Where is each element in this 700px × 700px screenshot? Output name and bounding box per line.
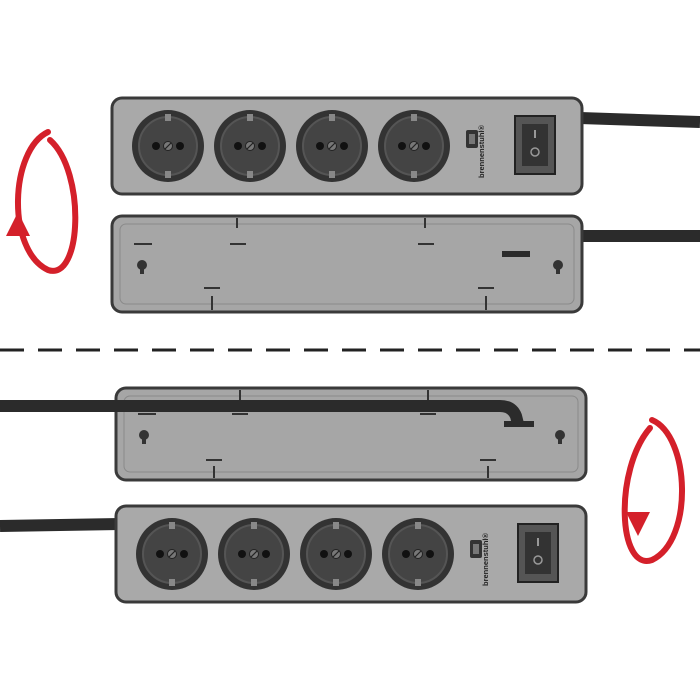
schuko-socket-icon[interactable] bbox=[300, 518, 372, 590]
schuko-socket-icon[interactable] bbox=[378, 110, 450, 182]
cable-left-back bbox=[0, 400, 524, 426]
schuko-socket-icon[interactable] bbox=[382, 518, 454, 590]
schuko-socket-icon[interactable] bbox=[218, 518, 290, 590]
rotate-counterclockwise-arrow-icon bbox=[6, 129, 79, 274]
keyhole-slot-icon bbox=[137, 260, 147, 274]
schuko-socket-icon[interactable] bbox=[296, 110, 368, 182]
cable-clips bbox=[134, 218, 494, 310]
brand-label: brennenstuhl® bbox=[477, 124, 486, 178]
cable-right bbox=[579, 112, 700, 128]
schuko-socket-icon[interactable] bbox=[214, 110, 286, 182]
keyhole-slot-icon bbox=[139, 430, 149, 444]
socket-row bbox=[132, 110, 450, 182]
schuko-socket-icon[interactable] bbox=[136, 518, 208, 590]
cable-left bbox=[0, 518, 121, 532]
socket-row bbox=[136, 518, 454, 590]
rocker-switch-icon[interactable] bbox=[517, 523, 559, 583]
top-strip-back-view bbox=[110, 214, 700, 314]
keyhole-slot-icon bbox=[555, 430, 565, 444]
bottom-strip-back-view bbox=[0, 386, 588, 482]
keyhole-slot-icon bbox=[553, 260, 563, 274]
usb-port-icon bbox=[470, 540, 482, 558]
bottom-power-strip: brennenstuhl® bbox=[0, 504, 588, 604]
cable-clips bbox=[138, 390, 496, 478]
top-power-strip: brennenstuhl® bbox=[110, 96, 700, 196]
schuko-socket-icon[interactable] bbox=[132, 110, 204, 182]
brand-label: brennenstuhl® bbox=[481, 532, 490, 586]
usb-port-icon bbox=[466, 130, 478, 148]
back-body bbox=[110, 214, 584, 314]
rocker-switch-icon[interactable] bbox=[514, 115, 556, 175]
rotate-clockwise-arrow-icon bbox=[621, 417, 685, 564]
